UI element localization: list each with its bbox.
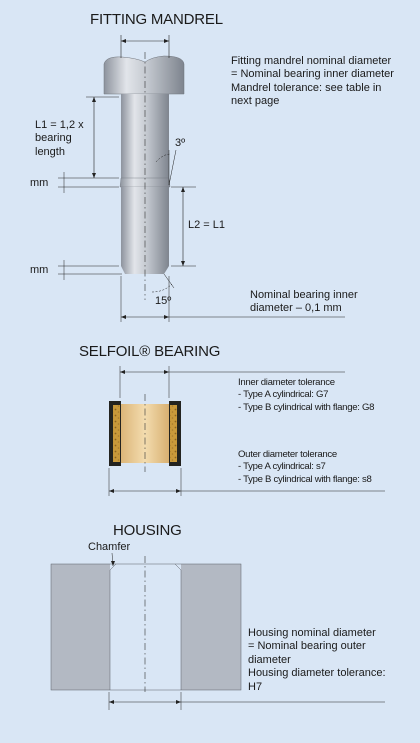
mandrel-drawing <box>58 35 345 322</box>
inner-diameter-note: Inner diameter tolerance- Type A cylindr… <box>238 377 375 413</box>
angle-3-label: 3º <box>175 137 186 149</box>
outer-diameter-note: Outer diameter tolerance- Type A cylindr… <box>238 449 372 485</box>
housing-note: Housing nominal diameter= Nominal bearin… <box>248 627 386 693</box>
bearing-title: SELFOIL® BEARING <box>79 343 221 360</box>
housing-left-block <box>51 564 110 690</box>
angle-15-label: 15º <box>155 295 172 307</box>
l2-label: L2 = L1 <box>188 219 226 231</box>
chamfer-label: Chamfer <box>88 541 131 553</box>
mandrel-head <box>103 55 185 95</box>
mm-lower-label: mm <box>30 264 49 276</box>
mandrel-title: FITTING MANDREL <box>90 11 223 28</box>
bearing-drawing <box>108 366 385 496</box>
mandrel-note: Fitting mandrel nominal diameter= Nomina… <box>231 55 394 108</box>
housing-drawing <box>50 552 385 710</box>
mm-upper-label: mm <box>30 177 49 189</box>
housing-title: HOUSING <box>113 522 182 539</box>
housing-right-block <box>181 564 241 690</box>
